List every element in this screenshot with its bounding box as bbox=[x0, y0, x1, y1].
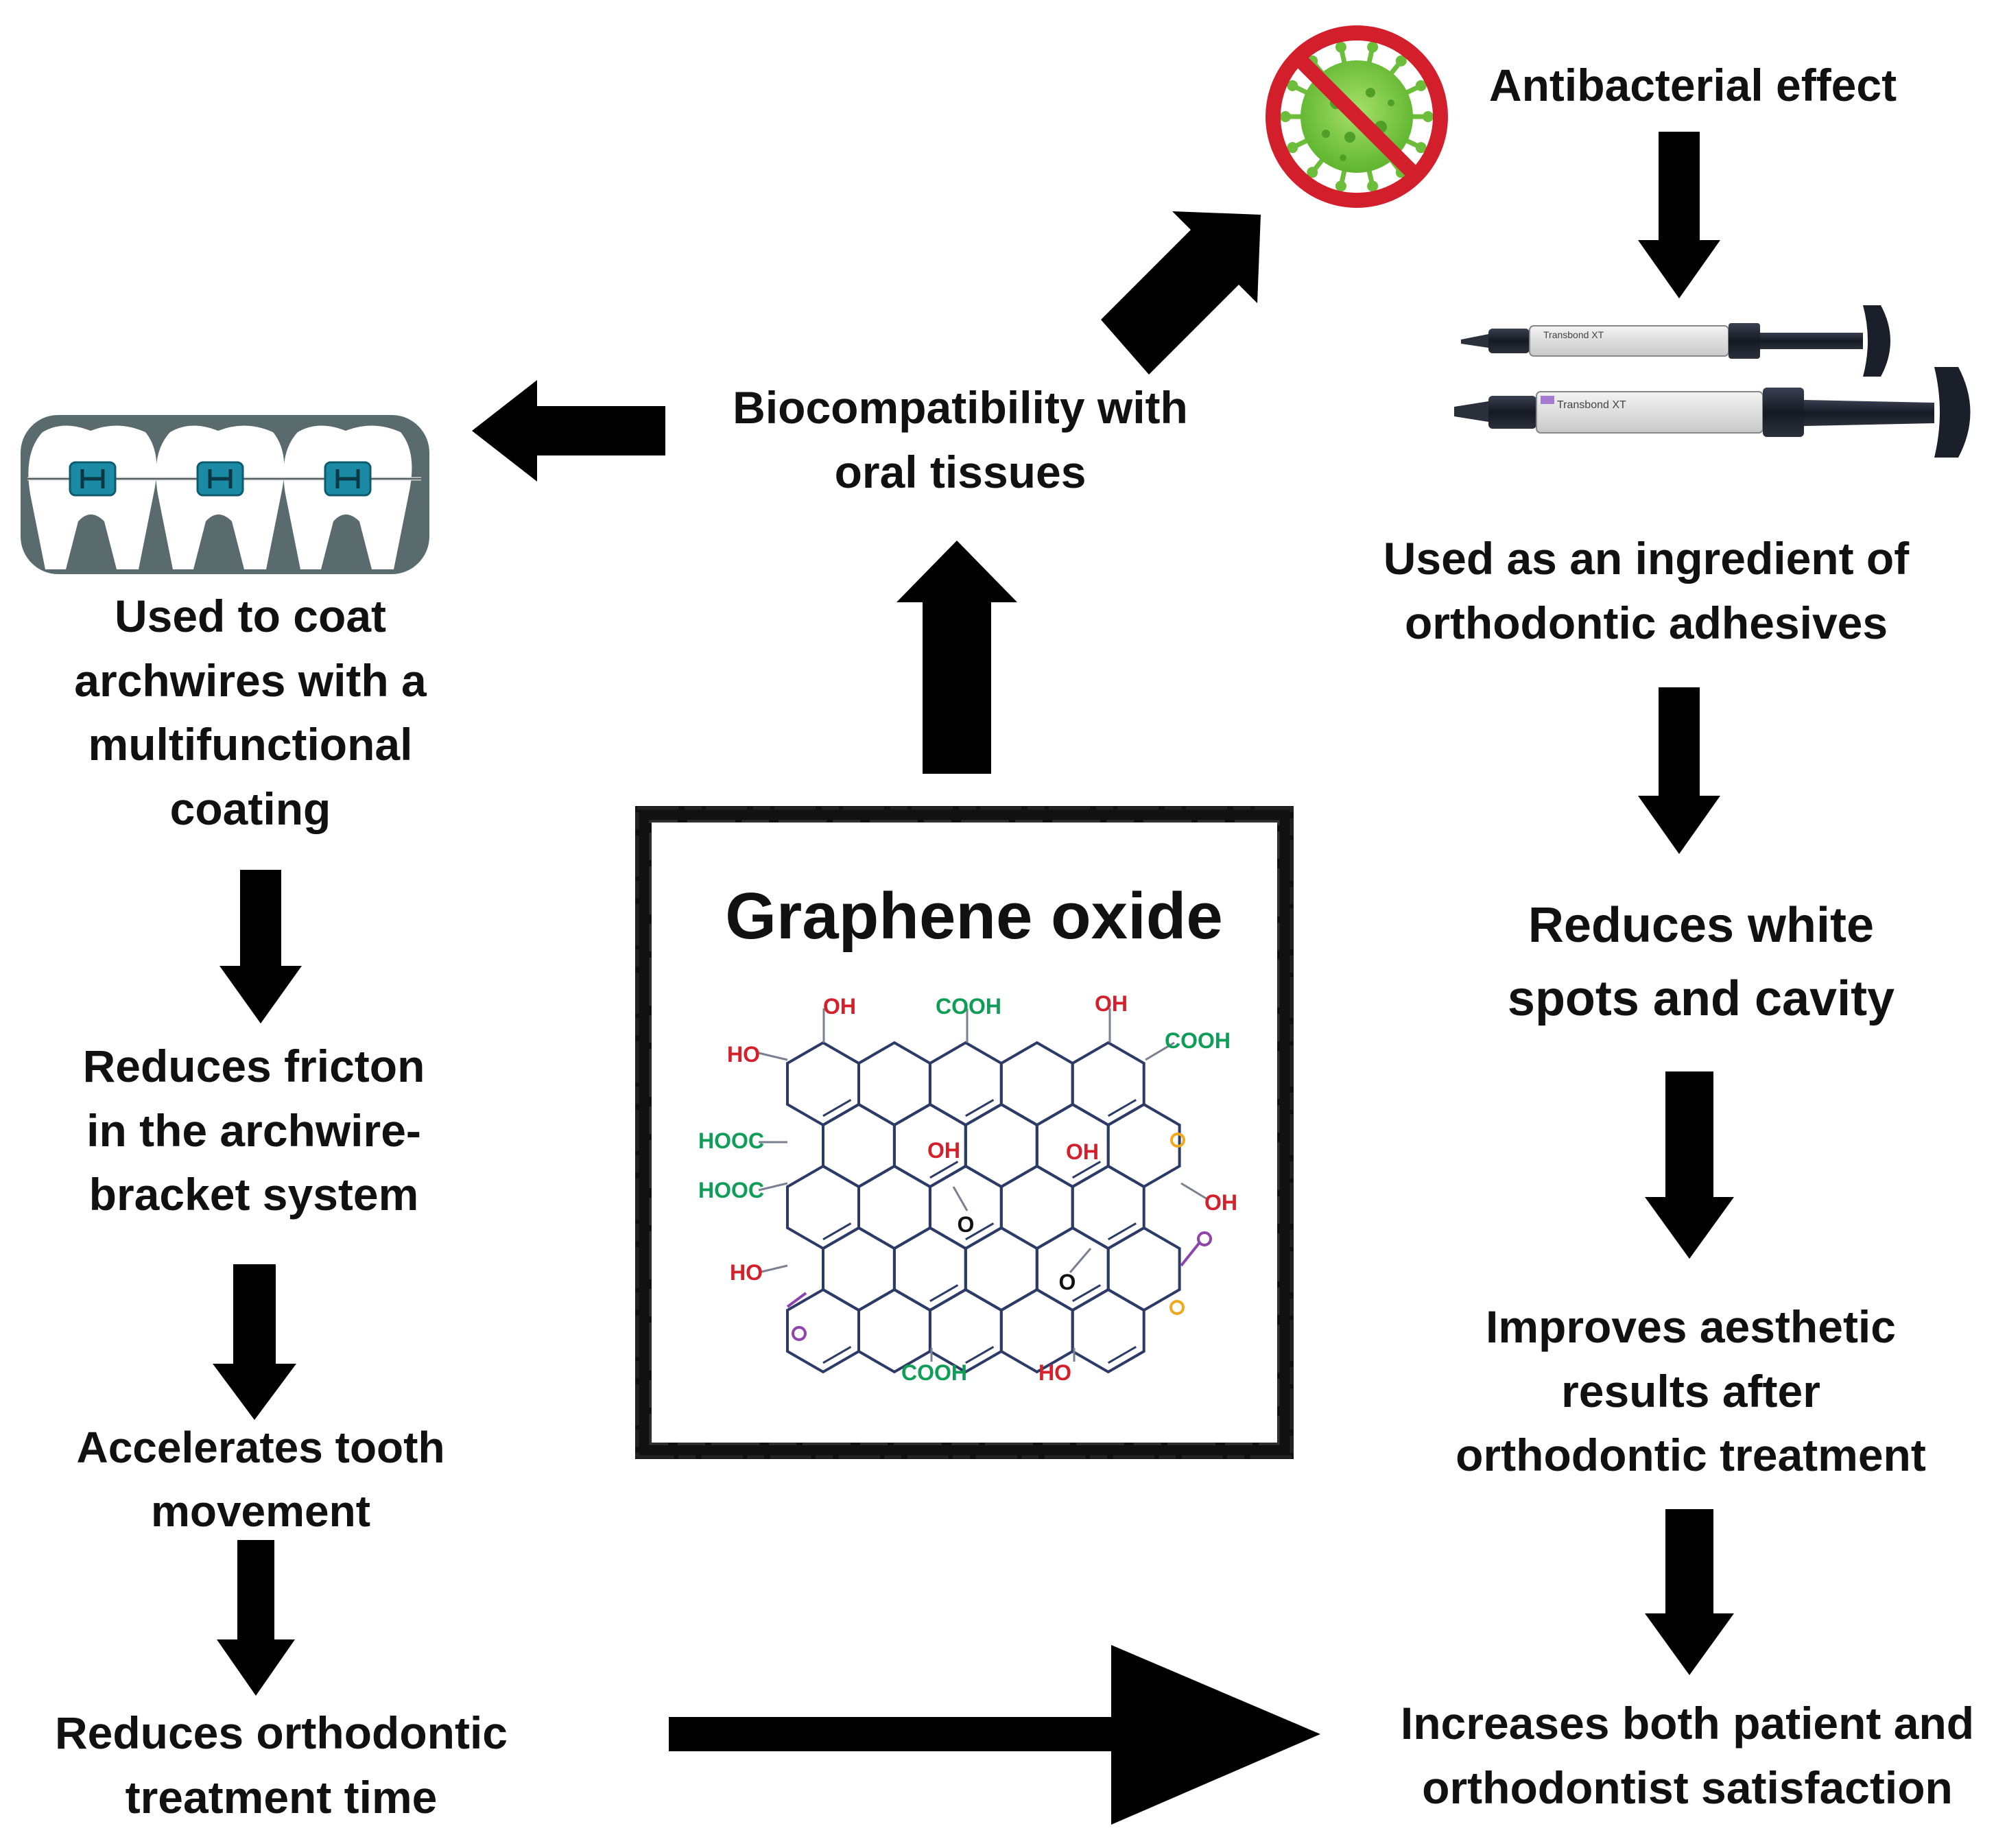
double-bond bbox=[1071, 1284, 1102, 1303]
double-bond bbox=[822, 1346, 852, 1364]
double-bond bbox=[965, 1222, 995, 1241]
functional-group-label: HOOC bbox=[698, 1178, 764, 1203]
double-bond bbox=[1071, 1161, 1102, 1179]
arrow-diagonal-to-antibacterial bbox=[1101, 211, 1261, 375]
syringe-label-1: Transbond XT bbox=[1543, 329, 1604, 340]
adhesive-syringes-image: Transbond XT Transbond XT bbox=[1454, 305, 1971, 458]
double-bond bbox=[822, 1222, 852, 1241]
treatment-time-label: Reduces orthodontic treatment time bbox=[54, 1707, 508, 1823]
white-spots-label: Reduces white spots and cavity bbox=[1507, 898, 1895, 1026]
functional-group-label: COOH bbox=[1165, 1028, 1231, 1053]
arrow-left-to-braces bbox=[472, 380, 665, 482]
functional-group-label: COOH bbox=[901, 1360, 967, 1385]
braces-teeth-icon bbox=[21, 415, 429, 574]
tooth bbox=[28, 425, 157, 569]
graphene-oxide-title: Graphene oxide bbox=[725, 879, 1223, 953]
arrow-right-time-to-satisfaction bbox=[669, 1645, 1320, 1825]
arrow-down-adhesive-to-white-spots bbox=[1638, 687, 1720, 854]
biocompatibility-label: Biocompatibility with oral tissues bbox=[733, 382, 1188, 497]
functional-group-label: OH bbox=[927, 1138, 960, 1163]
functional-group-label: OH bbox=[1204, 1190, 1237, 1215]
double-bond bbox=[1107, 1222, 1137, 1241]
arrow-down-white-spots-to-aesthetic bbox=[1645, 1071, 1734, 1259]
functional-group-label: HO bbox=[1038, 1360, 1071, 1385]
arrow-down-coat-to-friction bbox=[219, 870, 302, 1023]
hexagon-ring bbox=[1071, 1288, 1145, 1374]
double-bond bbox=[1107, 1099, 1137, 1117]
antibacterial-label: Antibacterial effect bbox=[1488, 60, 1897, 110]
functional-group-label: HOOC bbox=[698, 1128, 764, 1153]
functional-group-label: O bbox=[1059, 1270, 1076, 1294]
functional-group-label: HO bbox=[727, 1042, 760, 1067]
graphene-lattice bbox=[786, 1041, 1181, 1374]
double-bond bbox=[965, 1346, 995, 1364]
double-bond bbox=[929, 1161, 959, 1179]
friction-label: Reduces fricton in the archwire- bracket… bbox=[82, 1041, 425, 1220]
functional-group-label: OH bbox=[1066, 1139, 1099, 1164]
ring-oxygens bbox=[792, 1133, 1212, 1341]
syringe-label-2: Transbond XT bbox=[1557, 399, 1626, 411]
aesthetic-label: Improves aesthetic results after orthodo… bbox=[1456, 1301, 1926, 1481]
functional-group-label: COOH bbox=[936, 994, 1001, 1019]
arrow-down-friction-to-tooth bbox=[213, 1264, 296, 1420]
adhesives-label: Used as an ingredient of orthodontic adh… bbox=[1383, 533, 1910, 648]
double-bond bbox=[822, 1099, 852, 1117]
arrow-down-antibacterial-to-adhesive bbox=[1638, 132, 1720, 298]
double-bond bbox=[1107, 1346, 1137, 1364]
tooth bbox=[156, 425, 285, 569]
functional-group-label: OH bbox=[1095, 991, 1128, 1016]
arrow-down-aesthetic-to-satisfaction bbox=[1645, 1509, 1734, 1675]
double-bond bbox=[929, 1284, 959, 1303]
arrow-down-tooth-to-time bbox=[217, 1540, 295, 1696]
satisfaction-label: Increases both patient and orthodontist … bbox=[1400, 1698, 1975, 1813]
double-bond bbox=[965, 1099, 995, 1117]
no-virus-icon bbox=[1266, 25, 1448, 208]
tooth bbox=[283, 425, 412, 569]
coat-archwires-label: Used to coat archwires with a multifunct… bbox=[74, 591, 427, 835]
functional-group-label: O bbox=[958, 1212, 975, 1237]
arrow-up-to-biocompatibility bbox=[896, 541, 1017, 774]
functional-group-label: HO bbox=[730, 1260, 763, 1285]
tooth-movement-label: Accelerates tooth movement bbox=[76, 1423, 445, 1536]
functional-group-bonds bbox=[758, 1008, 1208, 1362]
functional-group-label: OH bbox=[823, 994, 856, 1019]
